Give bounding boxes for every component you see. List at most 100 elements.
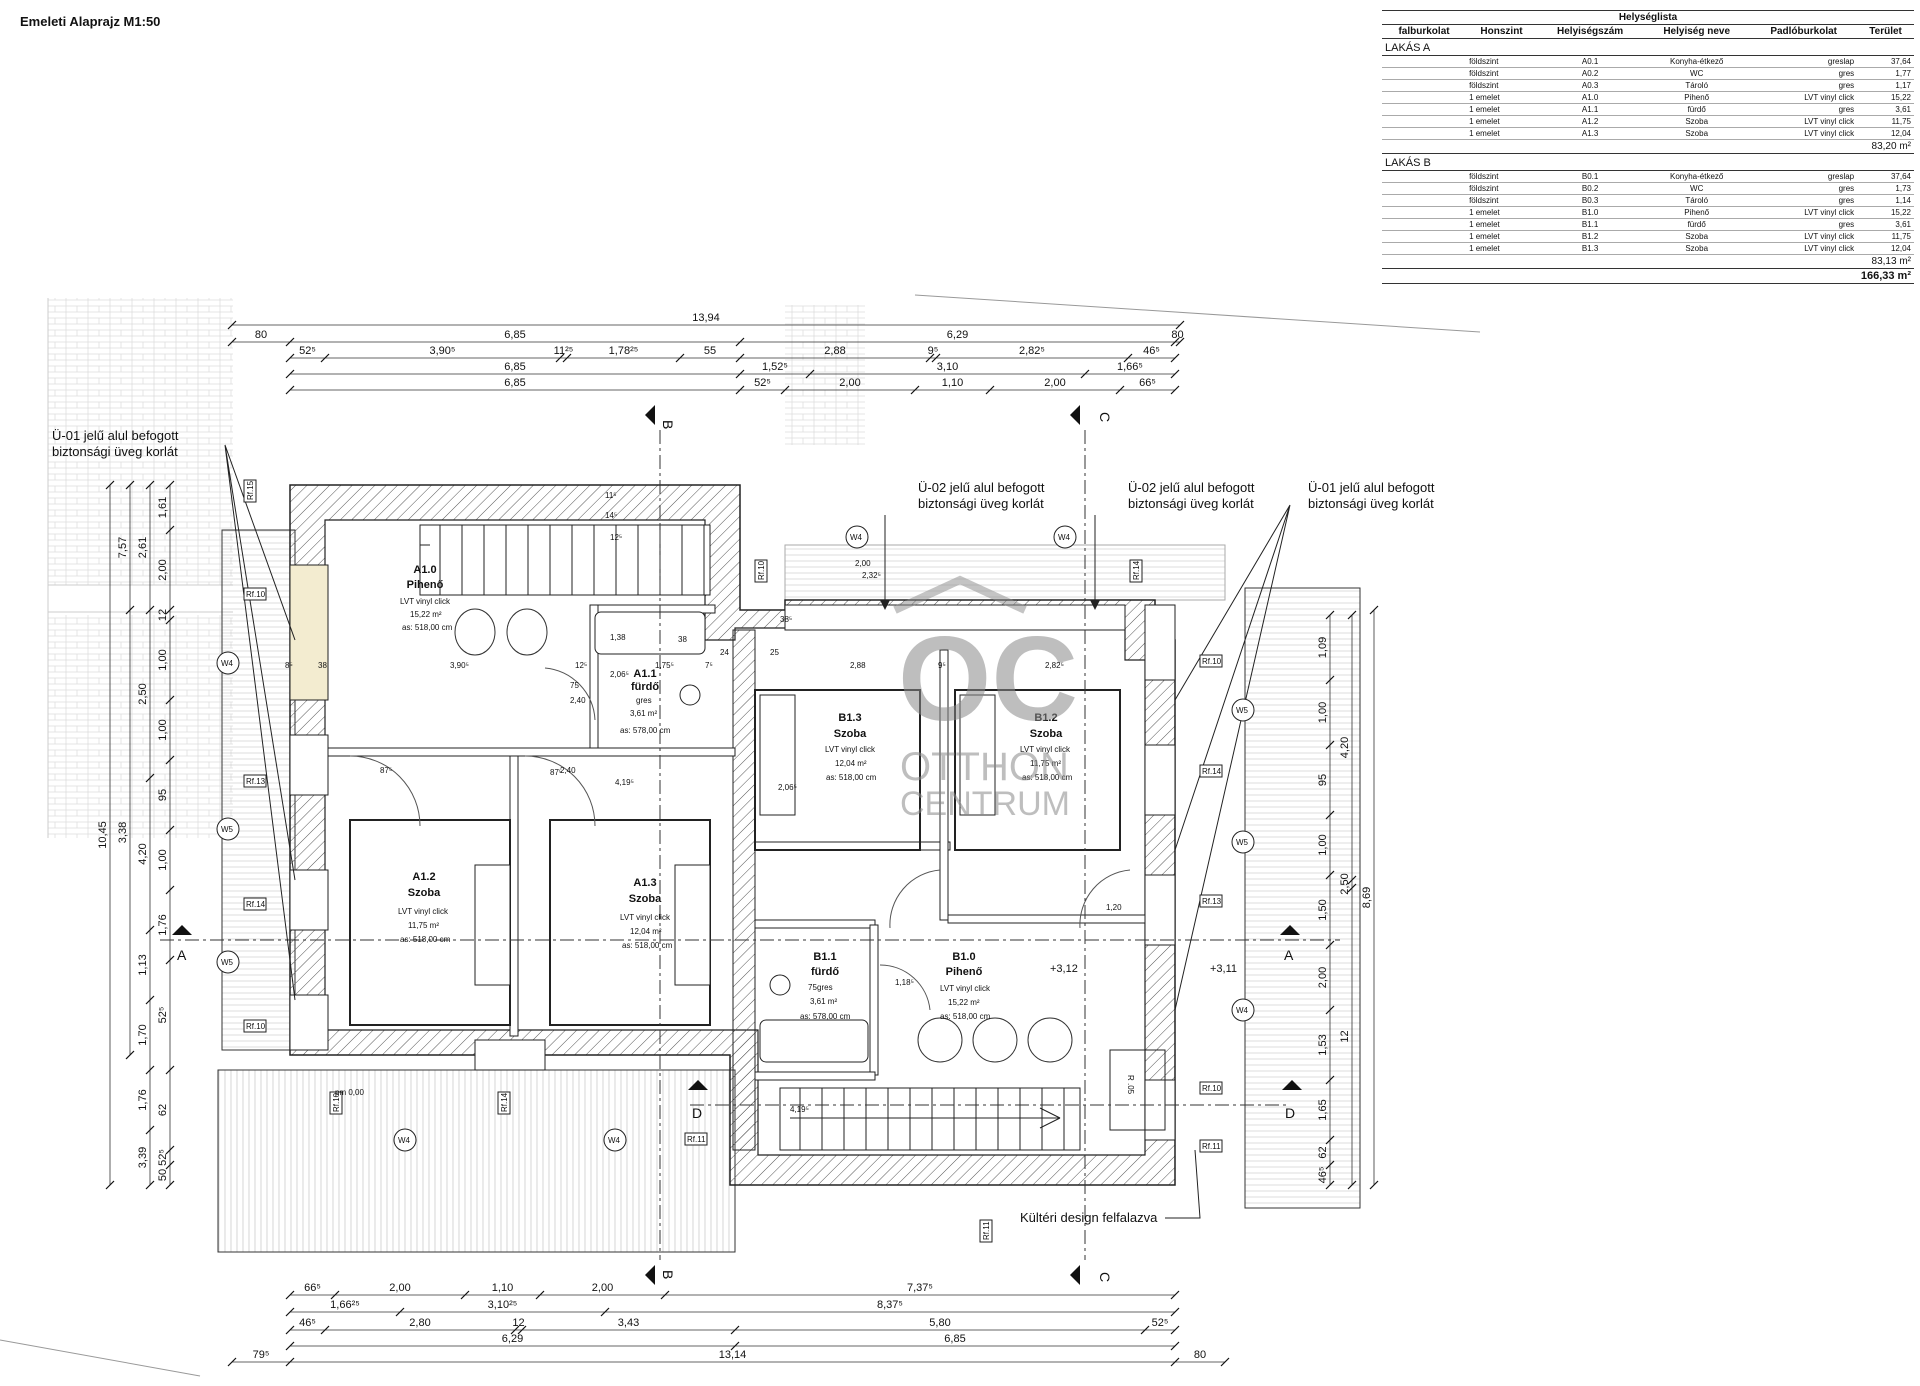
schedule-subtotal: 83,13 m² xyxy=(1382,254,1914,269)
dim-bottom-row1: 66⁵ xyxy=(304,1282,321,1294)
svg-text:Rf.14: Rf.14 xyxy=(500,1092,509,1112)
dim-interior-label: 14⁵ xyxy=(605,511,617,520)
tag-w4-top-a: W4 xyxy=(845,525,869,549)
site-boundary xyxy=(914,294,1481,333)
table-cell: 12,04 xyxy=(1857,242,1914,255)
dim-left-col2: 7,57 xyxy=(117,537,129,558)
dim-top-row3: 3,10 xyxy=(937,361,958,373)
tag-rf11-a: Rf.11 xyxy=(684,1132,708,1146)
table-cell: gres xyxy=(1750,194,1858,207)
dim-bottom-row2: 8,37⁵ xyxy=(877,1299,903,1311)
callouts: Ü-01 jelű alul befogott biztonsági üveg … xyxy=(52,428,1435,1225)
svg-text:as: 518,00 cm: as: 518,00 cm xyxy=(400,935,451,944)
table-cell: LVT vinyl click xyxy=(1750,115,1858,128)
section-c-bottom: C xyxy=(1097,1272,1113,1282)
table-cell: B0.2 xyxy=(1537,182,1644,195)
tag-w4-bottom-b: W4 xyxy=(603,1128,627,1152)
table-cell: 3,61 xyxy=(1857,103,1914,116)
tag-rf14-b: Rf.14 xyxy=(1129,559,1143,583)
table-cell: 15,22 xyxy=(1857,206,1914,219)
dim-interior-label: 2,00 xyxy=(855,559,871,568)
dim-bottom-row3: 3,43 xyxy=(618,1317,639,1329)
dim-top-row4: 2,00 xyxy=(839,377,860,389)
section-a-right: A xyxy=(1284,947,1294,963)
svg-text:fürdő: fürdő xyxy=(811,966,839,978)
table-cell: A0.2 xyxy=(1537,67,1644,80)
table-cell: LVT vinyl click xyxy=(1750,206,1858,219)
dim-interior-label: pm 0,00 xyxy=(335,1088,364,1097)
watermark-monogram: OC xyxy=(898,612,1078,746)
dim-right-col1: 1,00 xyxy=(1317,834,1329,855)
svg-text:Szoba: Szoba xyxy=(408,887,441,899)
terraces xyxy=(217,529,1361,1253)
dim-top-row2: 52⁵ xyxy=(299,345,316,357)
dim-bottom-row4: 6,29 xyxy=(502,1333,523,1345)
dim-right-col1: 1,00 xyxy=(1317,702,1329,723)
svg-text:LVT vinyl click: LVT vinyl click xyxy=(825,745,876,754)
watermark-line1: OTTHON xyxy=(900,745,1069,789)
svg-text:B1.1: B1.1 xyxy=(813,951,836,963)
table-cell: WC xyxy=(1643,182,1751,195)
schedule-group-name: LAKÁS B xyxy=(1382,153,1914,171)
table-cell: 37,64 xyxy=(1857,170,1914,183)
room-b12: B1.2 Szoba LVT vinyl click 11,75 m² as: … xyxy=(1020,712,1073,782)
dim-interior-label: 87⁵ xyxy=(380,766,392,775)
schedule-group-name: LAKÁS A xyxy=(1382,38,1914,56)
svg-text:Rf.10: Rf.10 xyxy=(757,560,766,580)
table-cell: B1.0 xyxy=(1537,206,1644,219)
svg-text:A1.0: A1.0 xyxy=(413,564,436,576)
dim-left-col4: 1,00 xyxy=(157,849,169,870)
dim-top-row4: 6,85 xyxy=(504,377,525,389)
svg-text:as: 518,00 cm: as: 518,00 cm xyxy=(826,773,877,782)
room-a10: A1.0 Pihenő LVT vinyl click 15,22 m² as:… xyxy=(400,564,453,632)
room-interiors xyxy=(349,608,1166,1131)
svg-text:Pihenő: Pihenő xyxy=(407,579,444,591)
dim-bottom-row1: 2,00 xyxy=(389,1282,410,1294)
note-u02-b-1: Ü-02 jelű alul befogott xyxy=(1128,480,1255,495)
dim-right-col1: 95 xyxy=(1317,774,1329,786)
table-cell xyxy=(1382,91,1467,104)
table-cell: B1.2 xyxy=(1537,230,1644,243)
dim-interior-label: 24 xyxy=(720,648,729,657)
dim-interior-label: 1,75⁵ xyxy=(655,661,674,670)
dim-right-col1: 1,50 xyxy=(1317,899,1329,920)
dim-interior-label: 2,32⁵ xyxy=(862,571,881,580)
svg-text:Rf.14: Rf.14 xyxy=(1202,767,1222,776)
terrace-right xyxy=(1244,587,1361,1209)
dim-right-col3: 8,69 xyxy=(1361,887,1373,908)
dim-left-col3: 1,76 xyxy=(137,1089,149,1110)
dim-left-col4: 50 xyxy=(157,1169,169,1181)
dim-bottom-row1: 1,10 xyxy=(492,1282,513,1294)
svg-text:Rf.11: Rf.11 xyxy=(687,1135,706,1144)
table-cell: LVT vinyl click xyxy=(1750,91,1858,104)
dim-bottom-row4: 6,85 xyxy=(944,1333,965,1345)
table-cell: A1.0 xyxy=(1537,91,1644,104)
table-cell: A0.1 xyxy=(1537,55,1644,68)
schedule-subtotal-row: 83,20 m² xyxy=(1382,139,1914,154)
table-cell: gres xyxy=(1750,182,1858,195)
table-cell: földszint xyxy=(1466,55,1538,68)
dim-interior-label: 4,19⁵ xyxy=(790,1105,809,1114)
table-cell: 1 emelet xyxy=(1466,103,1538,116)
table-cell xyxy=(1382,194,1467,207)
paving-left xyxy=(48,298,233,838)
table-cell: Konyha-étkező xyxy=(1643,170,1751,183)
dim-interior-label: 2,06⁵ xyxy=(610,670,629,679)
dim-interior-label: 2,88 xyxy=(850,661,866,670)
dim-interior-label: 1,18⁵ xyxy=(895,978,914,987)
svg-text:as: 518,00 cm: as: 518,00 cm xyxy=(940,1012,991,1021)
dim-bottom-row5: 80 xyxy=(1194,1349,1206,1361)
schedule-header: Helyiség neve xyxy=(1643,24,1751,39)
svg-text:B1.3: B1.3 xyxy=(838,712,861,724)
dim-top-row2: 3,90⁵ xyxy=(430,345,456,357)
svg-text:11,75 m²: 11,75 m² xyxy=(1030,759,1061,768)
dim-top-row4: 52⁵ xyxy=(754,377,771,389)
dim-top-row2: 9⁵ xyxy=(928,345,939,357)
svg-text:12,04 m²: 12,04 m² xyxy=(835,759,867,768)
